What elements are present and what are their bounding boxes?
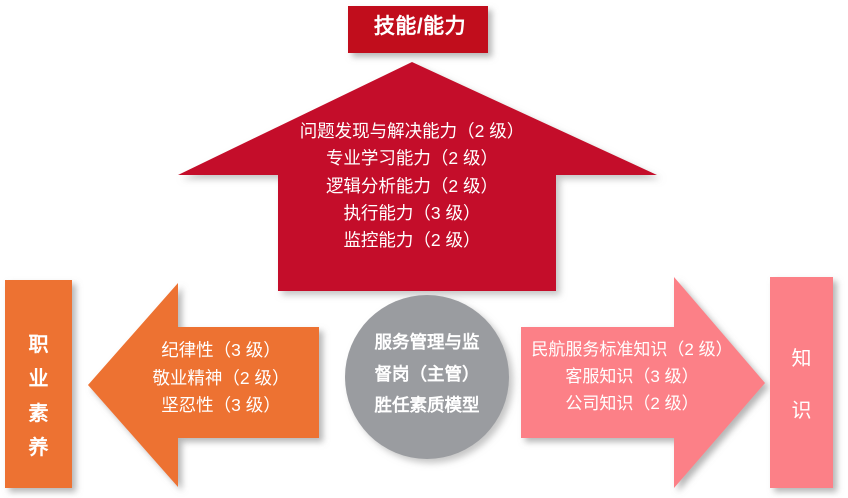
quality-arrow xyxy=(88,283,319,487)
knowledge-header-bar xyxy=(770,277,833,488)
knowledge-arrow xyxy=(521,277,765,488)
skills-arrow xyxy=(178,62,657,291)
center-circle xyxy=(345,295,509,459)
skills-header-box xyxy=(348,6,488,53)
quality-header-bar xyxy=(5,280,72,488)
